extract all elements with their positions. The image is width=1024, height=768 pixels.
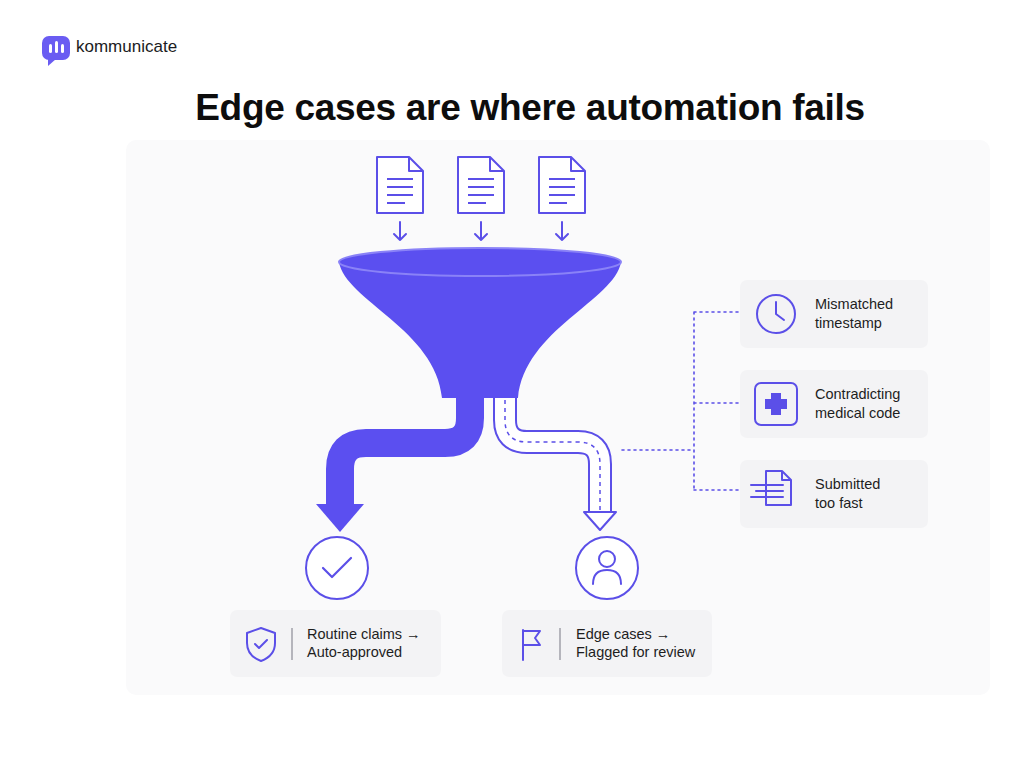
- brand-name: kommunicate: [76, 37, 177, 57]
- solid-arrowhead: [316, 504, 364, 532]
- down-arrow: [394, 222, 406, 240]
- person-head: [599, 551, 615, 567]
- logo-bar: [55, 41, 58, 53]
- box-text: Edge cases → Flagged for review: [576, 625, 698, 663]
- panel: [126, 140, 990, 695]
- logo-bubble: [42, 36, 70, 60]
- outcome-box: Edge cases → Flagged for review: [502, 610, 712, 677]
- logo-tail: [48, 58, 56, 66]
- diagram-title: Edge cases are where automation fails: [18, 84, 1024, 132]
- reviewer-circle: [576, 537, 638, 599]
- logo-bar: [49, 44, 52, 53]
- document-fold: [571, 157, 585, 171]
- logo-bar: [61, 44, 64, 53]
- document-outline: [458, 157, 504, 213]
- dotted-bracket: [622, 312, 740, 490]
- document-outline: [539, 157, 585, 213]
- down-arrow: [475, 222, 487, 240]
- edge-channel-inner: [505, 392, 600, 514]
- document-fold: [490, 157, 504, 171]
- routine-branch: [340, 390, 470, 506]
- funnel-cone: [339, 262, 621, 398]
- box-text: Routine claims → Auto-approved: [307, 625, 429, 663]
- outcome-box: Routine claims → Auto-approved: [230, 610, 441, 677]
- document-icon: [377, 157, 423, 213]
- document-icon: [539, 157, 585, 213]
- document-outline: [377, 157, 423, 213]
- approved-circle: [306, 537, 368, 599]
- down-arrow: [556, 222, 568, 240]
- issue-box: Submitted too fast: [740, 460, 928, 528]
- document-fold: [409, 157, 423, 171]
- box-text: Submitted too fast: [815, 475, 895, 513]
- document-lines: [468, 179, 494, 203]
- issue-box: Contradicting medical code: [740, 370, 928, 438]
- document-lines: [387, 179, 413, 203]
- issue-box: Mismatched timestamp: [740, 280, 928, 348]
- person-body: [593, 570, 621, 584]
- check-mark: [323, 558, 351, 577]
- box-text: Mismatched timestamp: [815, 295, 915, 333]
- funnel-rim: [339, 248, 621, 276]
- edge-channel-dashes: [505, 400, 600, 510]
- document-lines: [549, 179, 575, 203]
- box-text: Contradicting medical code: [815, 385, 915, 423]
- document-icon: [458, 157, 504, 213]
- hollow-arrowhead: [584, 512, 616, 530]
